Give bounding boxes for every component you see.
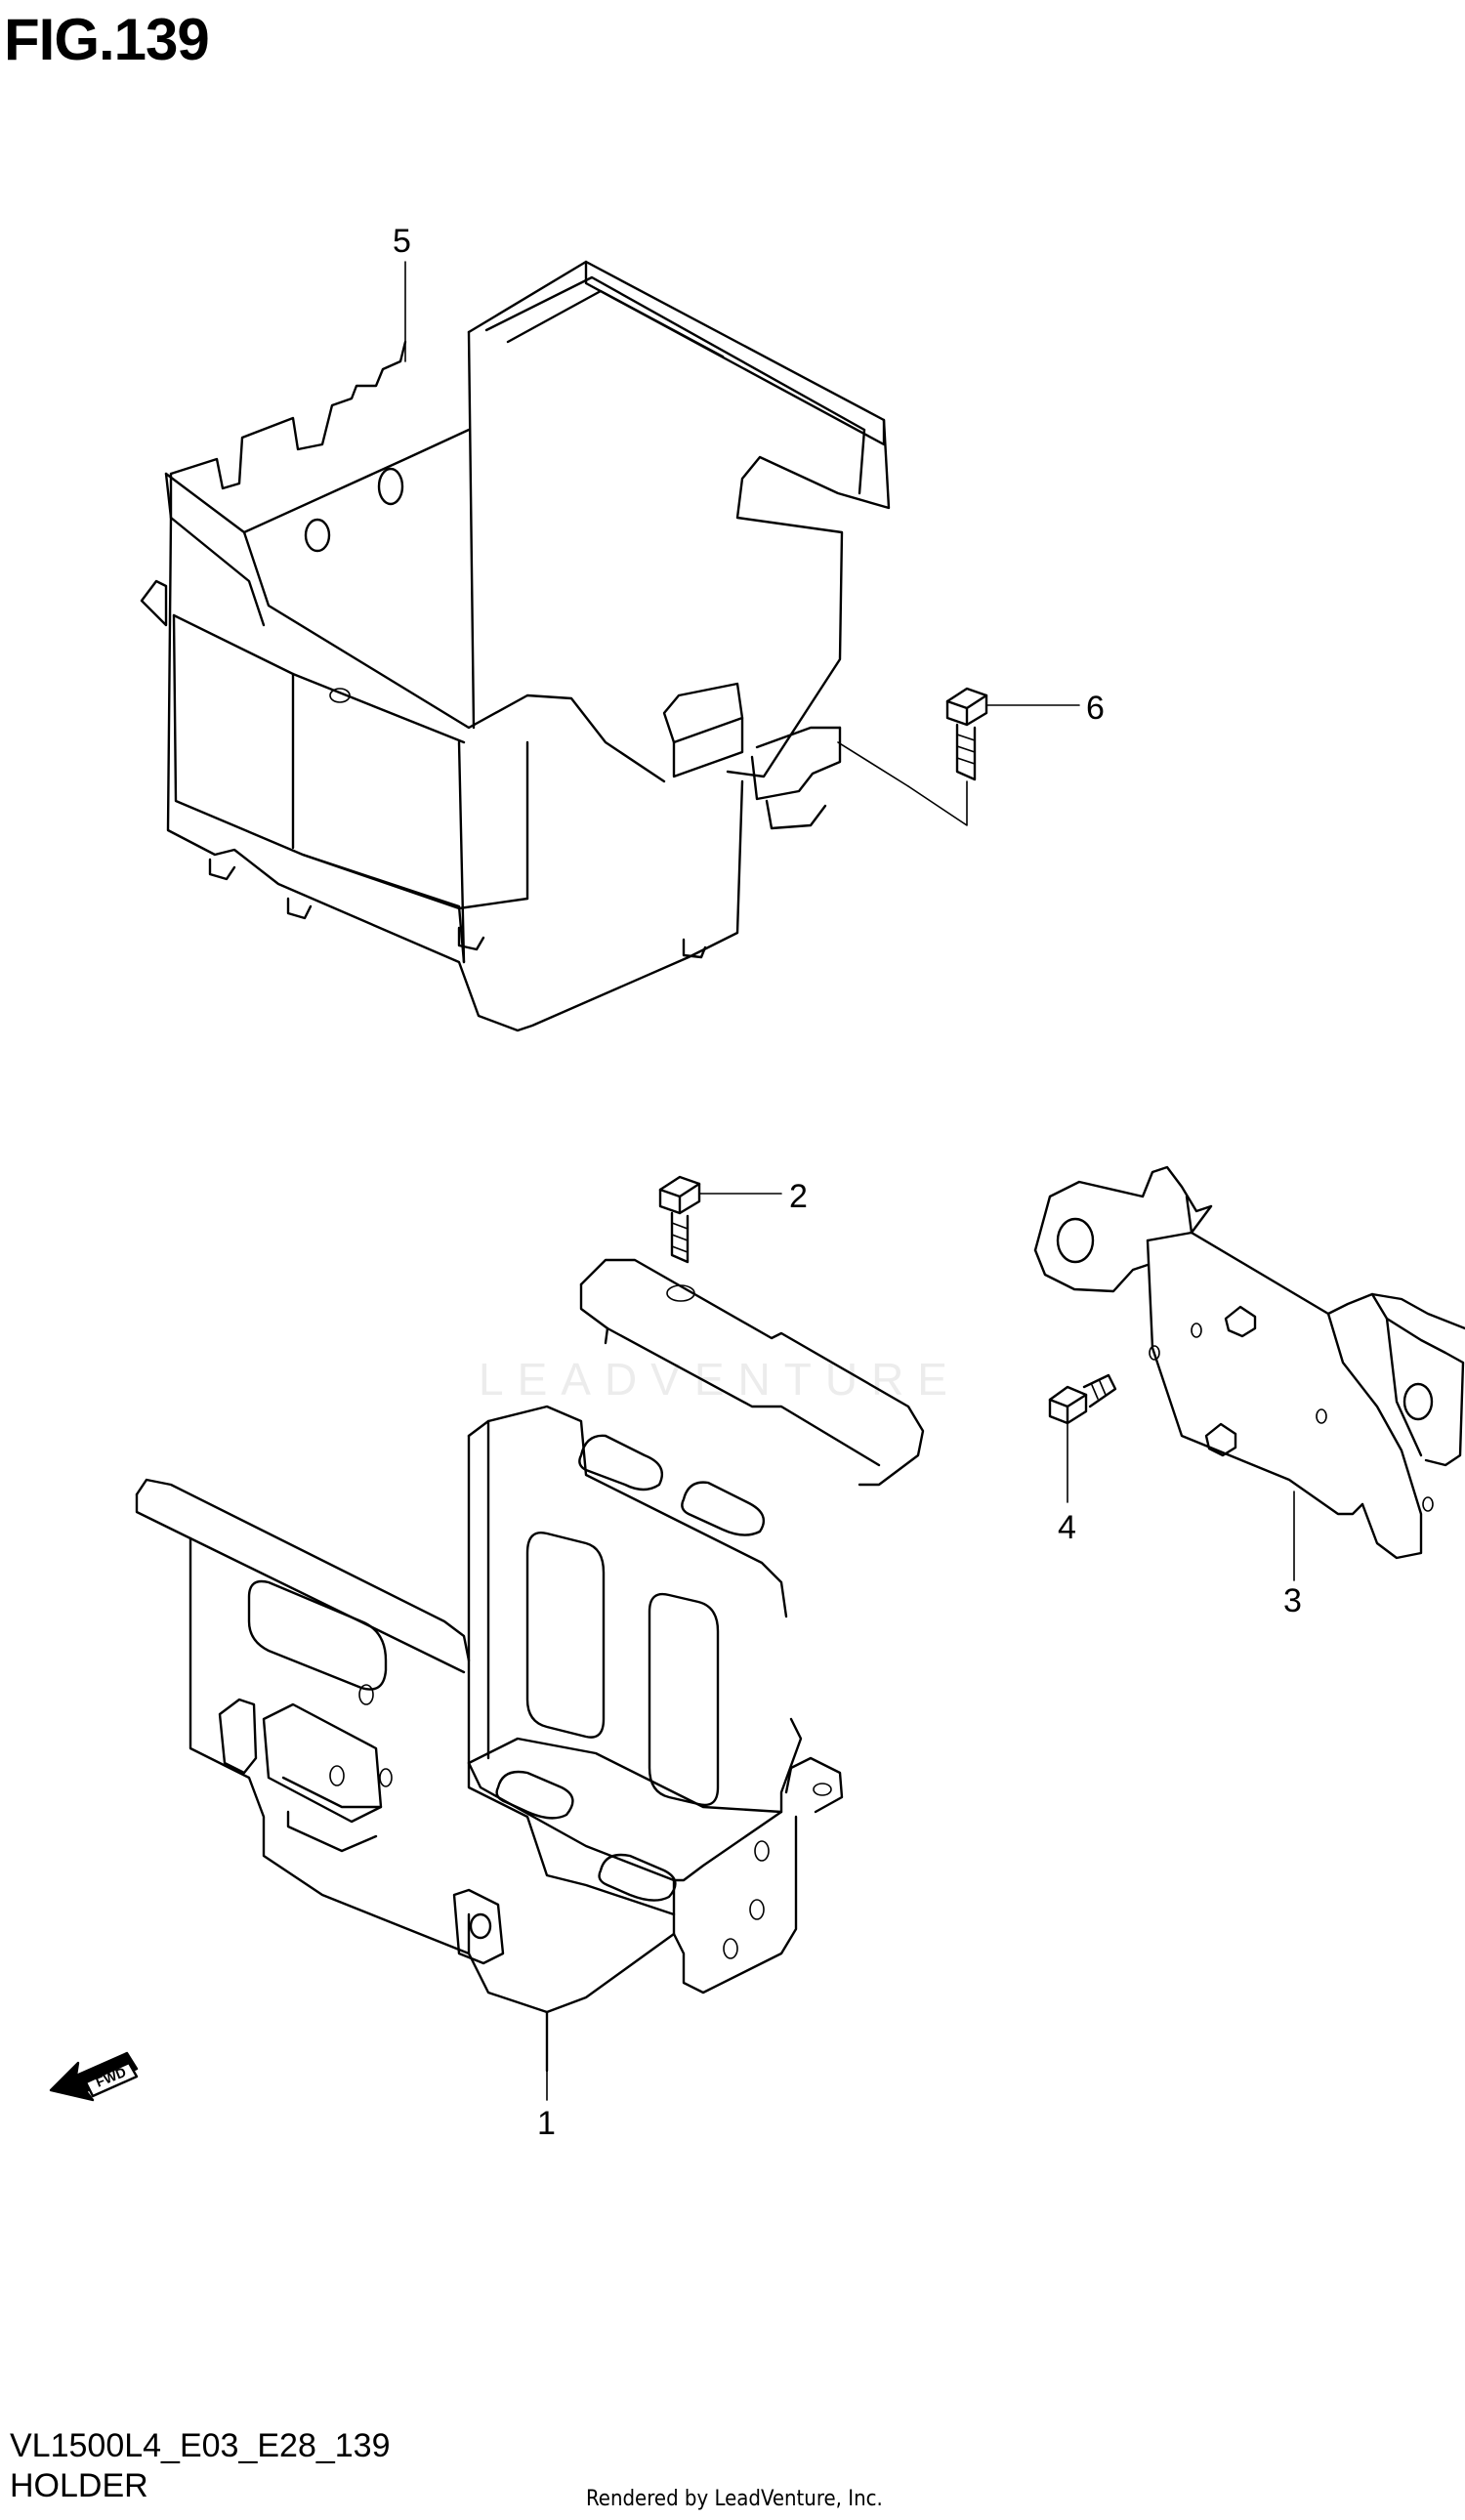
holder-bracket-part-1[interactable] bbox=[135, 1258, 925, 2101]
side-bracket-part-3[interactable] bbox=[1033, 1165, 1465, 1581]
screw-part-4[interactable] bbox=[1048, 1373, 1117, 1503]
callout-6[interactable]: 6 bbox=[1086, 690, 1105, 727]
watermark-logo: LEADVENTURE bbox=[479, 1354, 961, 1405]
bolt-part-2[interactable] bbox=[658, 1175, 782, 1264]
assembly-name: HOLDER bbox=[10, 2467, 148, 2504]
figure-title: FIG.139 bbox=[4, 7, 210, 72]
model-code: VL1500L4_E03_E28_139 bbox=[10, 2427, 391, 2464]
callout-2[interactable]: 2 bbox=[789, 1178, 808, 1215]
callout-1[interactable]: 1 bbox=[537, 2105, 556, 2142]
fwd-arrow-icon: FWD bbox=[49, 2051, 139, 2102]
rendered-by-credit: Rendered by LeadVenture, Inc. bbox=[586, 2487, 883, 2511]
callout-5[interactable]: 5 bbox=[393, 223, 411, 260]
callout-4[interactable]: 4 bbox=[1058, 1509, 1076, 1546]
bolt-part-6[interactable] bbox=[837, 687, 1080, 826]
battery-case-part-5[interactable] bbox=[140, 260, 891, 1032]
callout-3[interactable]: 3 bbox=[1283, 1582, 1302, 1619]
